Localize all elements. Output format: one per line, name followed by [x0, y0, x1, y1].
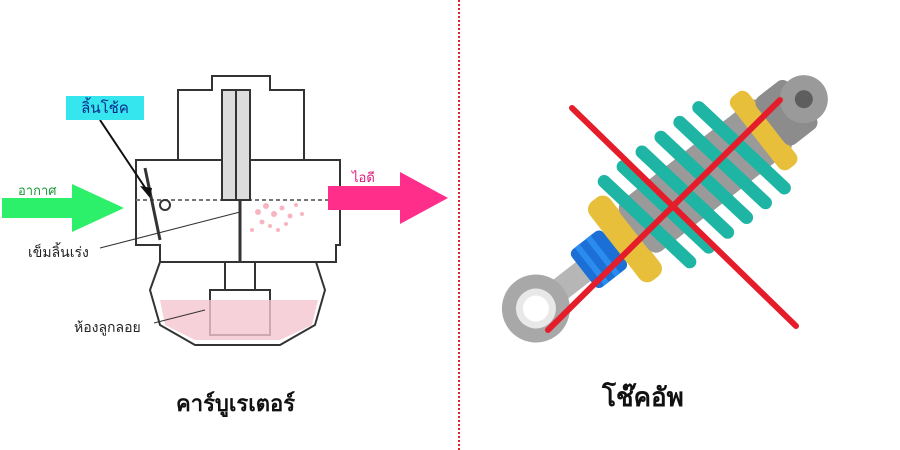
throttle-needle-label: เข็มลิ้นเร่ง — [28, 245, 89, 261]
choke-valve-label: ลิ้นโช้ค — [66, 96, 144, 120]
carburetor-caption: คาร์บูเรเตอร์ — [176, 392, 296, 417]
shock-absorber-caption: โช๊คอัพ — [602, 383, 684, 413]
center-divider — [458, 0, 460, 450]
fuel-spray — [250, 203, 304, 232]
cross-out-mark — [545, 97, 799, 333]
shock-absorber-illustration — [501, 75, 828, 343]
float-chamber-label: ห้องลูกลอย — [74, 320, 141, 336]
air-label: อากาศ — [18, 184, 57, 199]
vapor-arrow — [328, 172, 448, 224]
air-arrow — [2, 184, 124, 232]
carburetor-diagram — [2, 75, 448, 346]
intake-vapor-label: ไอดี — [352, 171, 375, 186]
